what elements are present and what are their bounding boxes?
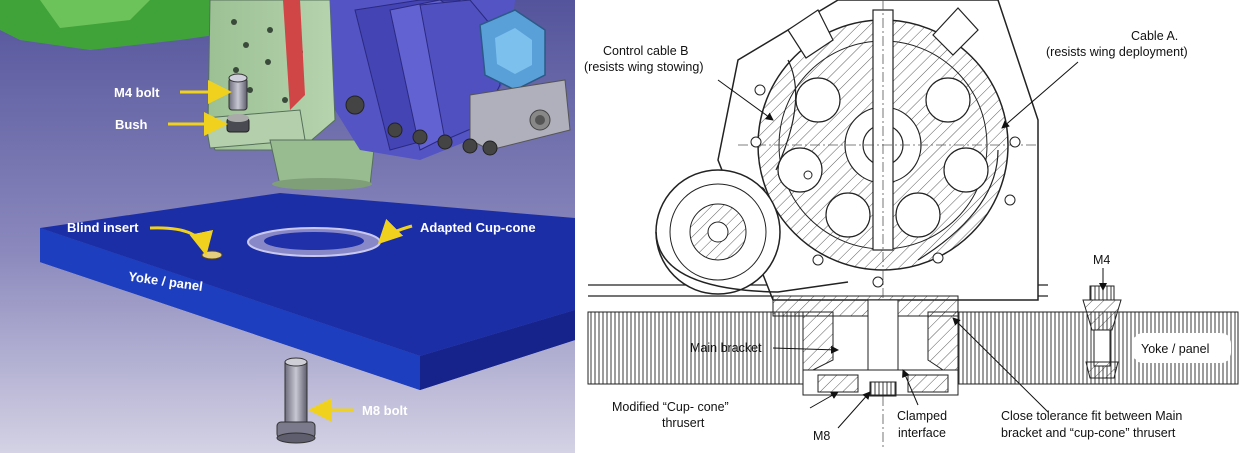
cable-a-wrap xyxy=(917,149,999,261)
hex-fitting xyxy=(479,9,546,91)
m4-bolt-shape xyxy=(228,77,248,111)
top-screws xyxy=(787,7,979,59)
screw-heads xyxy=(345,95,498,156)
pulley xyxy=(655,169,781,295)
cable-b-path xyxy=(655,231,849,293)
label-bush: Bush xyxy=(115,117,148,132)
cad-render-panel: M4 bolt Bush Blind insert Adapted Cup-co… xyxy=(0,0,575,453)
main-bracket-section xyxy=(772,295,959,397)
label-adapted-cup-cone: Adapted Cup-cone xyxy=(420,220,536,235)
label-modified-cup-cone-line1: Modified “Cup- cone” xyxy=(612,400,729,414)
label-cable-a-line1: Cable A. xyxy=(1131,29,1178,43)
callout-arrows xyxy=(149,80,413,422)
cup-cone-hole xyxy=(264,232,364,250)
label-m8: M8 xyxy=(813,429,830,443)
label-close-tolerance-line2: bracket and “cup-cone” thrusert xyxy=(1001,426,1176,440)
label-main-bracket: Main bracket xyxy=(690,341,762,355)
label-m4: M4 xyxy=(1093,253,1110,267)
cable-b-wrap xyxy=(775,59,797,171)
yoke-panel-label-bg xyxy=(1133,333,1231,363)
label-cable-a-line2: (resists wing deployment) xyxy=(1046,45,1188,59)
bush-top xyxy=(227,114,249,122)
label-blind-insert: Blind insert xyxy=(67,220,139,235)
label-close-tolerance-line1: Close tolerance fit between Main xyxy=(1001,409,1182,423)
label-clamped-line2: interface xyxy=(898,426,946,440)
label-yoke-panel-drawing: Yoke / panel xyxy=(1141,342,1209,356)
label-m4-bolt: M4 bolt xyxy=(114,85,160,100)
leader-lines xyxy=(717,61,1107,429)
m4-fastener xyxy=(1082,285,1122,379)
blind-insert-shape xyxy=(201,250,223,260)
side-block xyxy=(469,79,571,151)
green-part-highlight xyxy=(40,0,150,28)
m4-bolt-head xyxy=(228,73,248,83)
label-control-cable-b-line1: Control cable B xyxy=(603,44,688,58)
m8-bolt-shape xyxy=(276,357,316,444)
label-control-cable-b-line2: (resists wing stowing) xyxy=(584,60,703,74)
yoke-panel-shape xyxy=(40,193,575,390)
label-modified-cup-cone-line2: thrusert xyxy=(662,416,705,430)
label-m8-bolt: M8 bolt xyxy=(362,403,408,418)
label-clamped-line1: Clamped xyxy=(897,409,947,423)
tube-bottom xyxy=(272,178,372,190)
technical-drawing-panel: Control cable B (resists wing stowing) C… xyxy=(584,0,1239,450)
yoke-panel-left-section xyxy=(587,311,804,385)
red-drum xyxy=(283,0,305,110)
